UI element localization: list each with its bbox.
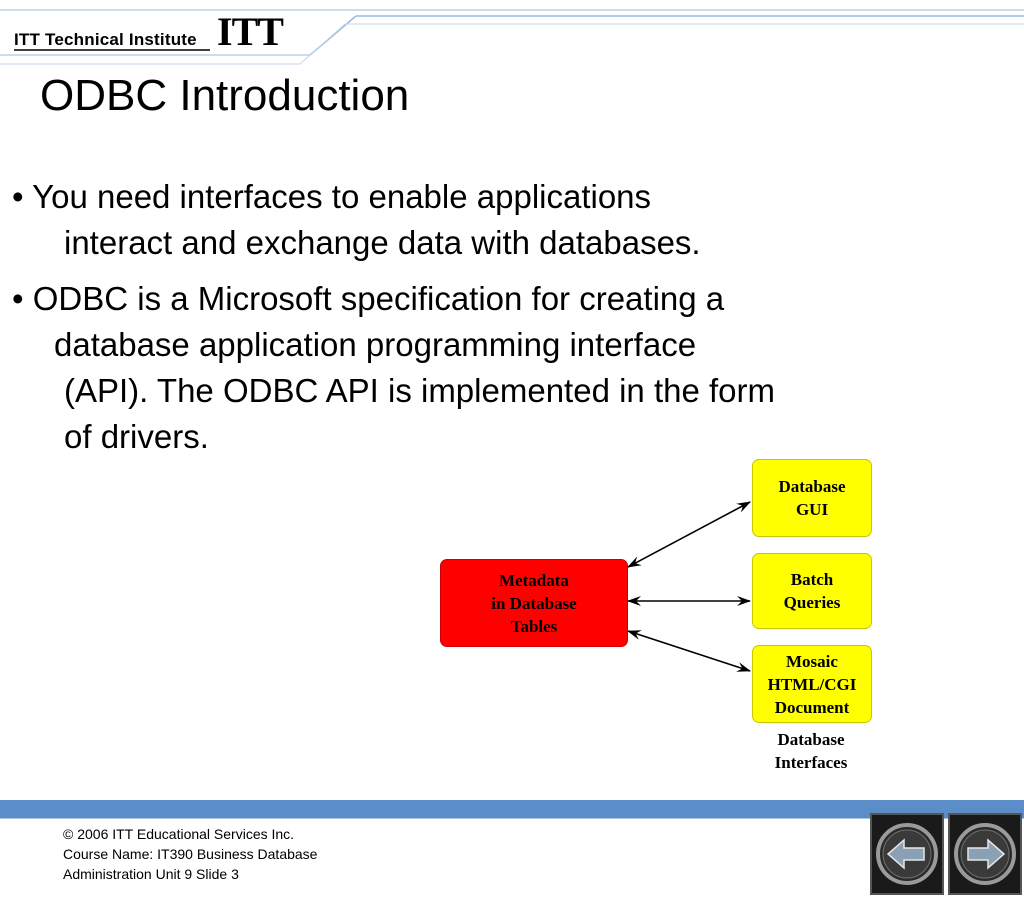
next-slide-button[interactable] [948,813,1022,895]
footer-bar [0,800,1024,819]
gui-line-1: Database [778,477,846,496]
mosaic-line-1: Mosaic [786,651,838,671]
mosaic-line-2: HTML/CGI [767,674,857,694]
batch-line-2: Queries [783,593,841,612]
database-gui-box: Database GUI [752,459,872,537]
bullet-2-line-3: (API). The ODBC API is implemented in th… [64,372,775,409]
institute-name: ITT Technical Institute [14,30,197,49]
left-arrow-icon [876,823,938,885]
bullet-1-line-1: • You need interfaces to enable applicat… [12,178,652,215]
arrow-to-mosaic [627,630,751,672]
metadata-line-2: in Database [491,593,577,613]
right-arrow-icon [954,823,1016,885]
mosaic-line-3: Document [774,697,850,717]
metadata-line-1: Metadata [499,570,569,590]
caption-line-2: Interfaces [774,753,848,772]
diagram-arrows [627,501,751,672]
previous-slide-button[interactable] [870,813,944,895]
metadata-line-3: Tables [510,616,558,636]
itt-logo: ITT [217,9,284,54]
batch-line-1: Batch [790,570,834,589]
mosaic-document-box: Mosaic HTML/CGI Document [752,645,872,723]
slide-title: ODBC Introduction [40,71,410,120]
arrow-to-gui [627,501,751,568]
footer-copyright: © 2006 ITT Educational Services Inc. Cou… [63,824,317,884]
batch-queries-box: Batch Queries [752,553,872,629]
footer-line-1: © 2006 ITT Educational Services Inc. [63,826,295,842]
bullet-1-line-2: interact and exchange data with database… [64,224,701,261]
footer-line-3: Administration Unit 9 Slide 3 [63,866,239,882]
gui-line-2: GUI [795,500,829,519]
header-lines [0,9,1024,65]
slide-header: ITT Technical Institute ITT [0,0,1024,75]
metadata-box: Metadata in Database Tables [440,559,628,647]
caption-line-1: Database [777,730,845,749]
bullet-2-line-1: • ODBC is a Microsoft specification for … [12,280,725,317]
diagram-caption: Database Interfaces [752,728,870,774]
bullet-2-line-2: database application programming interfa… [54,326,697,363]
database-interfaces-diagram: Metadata in Database Tables Database GUI… [430,455,890,785]
bullet-2-line-4: of drivers. [64,418,209,455]
footer-line-2: Course Name: IT390 Business Database [63,846,318,862]
